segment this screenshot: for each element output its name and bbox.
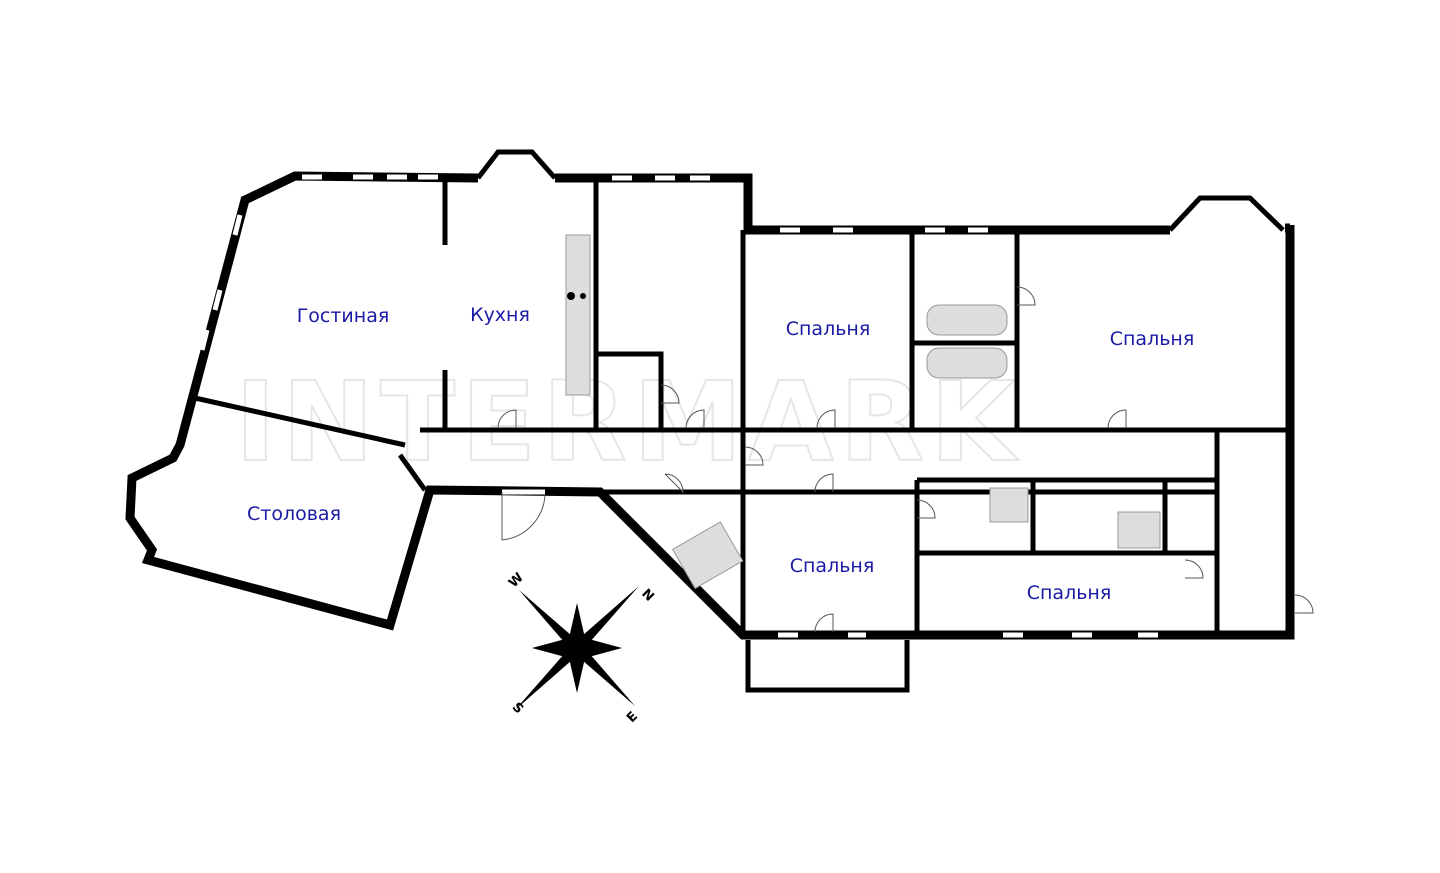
windows xyxy=(199,174,1158,638)
compass-e: E xyxy=(624,709,641,726)
room-label-bedroom-2: Спальня xyxy=(1110,328,1195,350)
room-label-bedroom-4: Спальня xyxy=(1027,582,1112,604)
compass-rose-icon: W N S E xyxy=(506,570,656,726)
compass-n: N xyxy=(638,586,656,604)
room-label-living: Гостиная xyxy=(297,305,390,327)
doors xyxy=(497,286,1314,633)
fixtures xyxy=(565,234,1161,590)
room-label-bedroom-1: Спальня xyxy=(786,318,871,340)
interior-walls xyxy=(194,180,1290,635)
room-label-kitchen: Кухня xyxy=(470,304,530,326)
room-label-dining: Столовая xyxy=(247,503,341,525)
compass-w: W xyxy=(506,570,527,591)
room-label-bedroom-3: Спальня xyxy=(790,555,875,577)
watermark: INTERMARK xyxy=(235,358,1021,486)
